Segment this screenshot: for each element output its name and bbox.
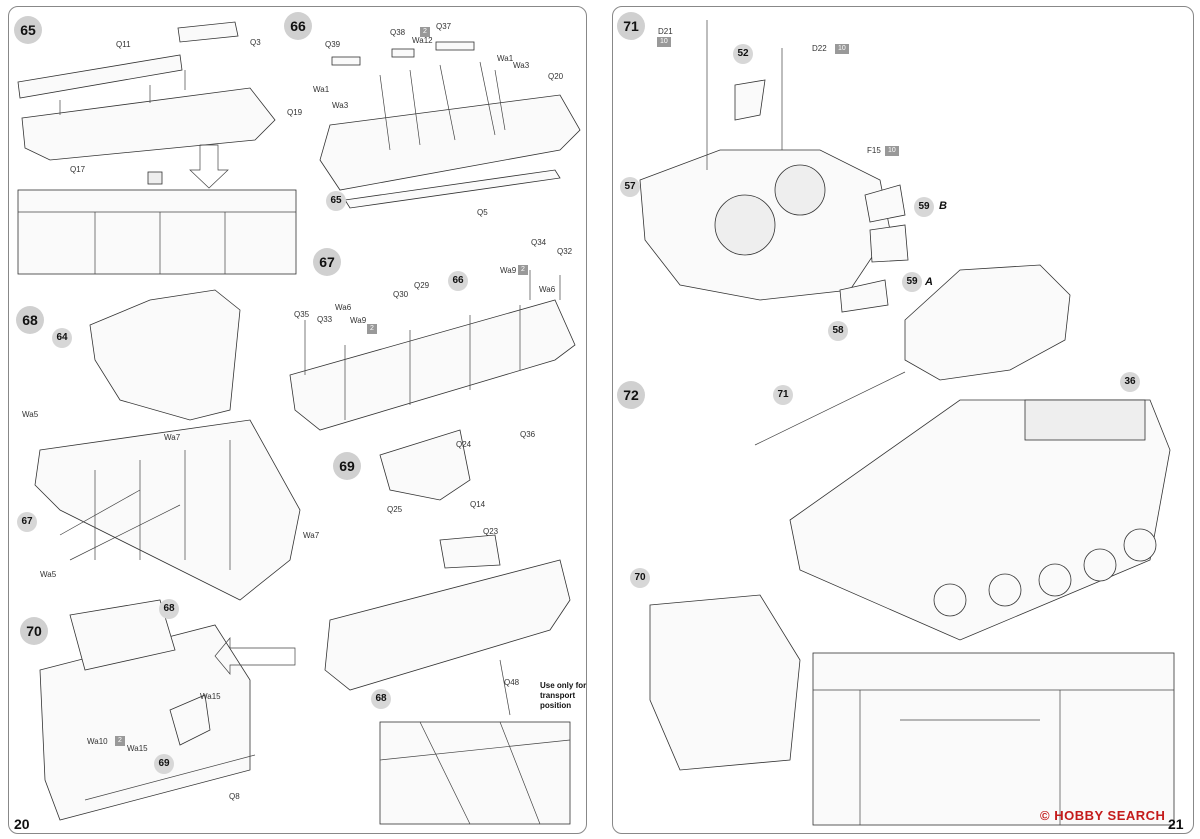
right-page-number: 21 [1168,816,1184,832]
ref-step-68-b: 68 [159,599,179,619]
ref-step-68-a: 68 [371,689,391,709]
view-letter-a: A [925,276,933,288]
part-wa7-label-b: Wa7 [303,531,320,540]
part-q29-label: Q29 [414,281,430,290]
ref-step-57: 57 [620,177,640,197]
ref-step-70: 70 [630,568,650,588]
part-wa9-label-b: Wa9 [350,316,367,325]
part-q30-label: Q30 [393,290,409,299]
part-wa6-label-b: Wa6 [335,303,352,312]
part-f15-label: F15 [867,146,881,155]
part-q17-label: Q17 [70,165,86,174]
hobby-search-watermark: © HOBBY SEARCH [1040,808,1165,823]
step65-drawing [17,21,297,275]
transport-note-line-3: position [540,701,572,710]
part-wa10-qty: 2 [115,736,125,746]
part-q39-label: Q39 [325,40,341,49]
part-q14-label: Q14 [470,500,486,509]
part-q20-label: Q20 [548,72,564,81]
step-67-number: 67 [313,248,341,276]
part-q19-label: Q19 [287,108,303,117]
part-q11-label: Q11 [116,40,131,49]
part-d22-label: D22 [812,44,827,53]
step-70-number: 70 [20,617,48,645]
step-69-number: 69 [333,452,361,480]
step71-drawing [639,20,909,313]
ref-step-66: 66 [448,271,468,291]
part-wa12-label: Wa12 [412,36,433,45]
part-q48-label: Q48 [504,678,520,687]
step-71-number: 71 [617,12,645,40]
ref-step-71: 71 [773,385,793,405]
watermark-symbol: © [1040,808,1051,823]
part-wa7-label-a: Wa7 [164,433,181,442]
part-q38-qty: 2 [420,27,430,37]
part-wa15-label-a: Wa15 [200,692,221,701]
step-66-number: 66 [284,12,312,40]
part-wa15-label-b: Wa15 [127,744,148,753]
step69-drawing [324,429,571,825]
transport-note: Use only for transport position [540,681,586,711]
left-page-number: 20 [14,816,30,832]
ref-step-36: 36 [1120,372,1140,392]
part-q23-label: Q23 [483,527,499,536]
step70-drawing [39,599,296,821]
watermark-brand: HOBBY SEARCH [1054,808,1166,823]
part-d21-code: 10 [657,37,671,47]
part-q25-label: Q25 [387,505,403,514]
part-wa9-qty-b: 2 [367,324,377,334]
ref-step-67: 67 [17,512,37,532]
ref-step-52: 52 [733,44,753,64]
step-72-number: 72 [617,381,645,409]
part-wa9-qty-a: 2 [518,265,528,275]
ref-step-64: 64 [52,328,72,348]
step72-drawing [649,264,1175,826]
part-wa9-label-a: Wa9 [500,266,517,275]
part-wa10-label: Wa10 [87,737,108,746]
part-q5-label: Q5 [477,208,488,217]
part-q3-label: Q3 [250,38,261,47]
transport-note-line-1: Use only for [540,681,587,690]
part-wa5-label-b: Wa5 [40,570,57,579]
part-d21-label: D21 [658,27,673,36]
step-65-number: 65 [14,16,42,44]
part-wa3-label-a: Wa3 [332,101,349,110]
ref-step-65: 65 [326,191,346,211]
ref-step-59-b: 59 [914,197,934,217]
part-wa3-label-b: Wa3 [513,61,530,70]
part-wa5-label-a: Wa5 [22,410,39,419]
step67-drawing [289,270,576,431]
part-d22-code: 10 [835,44,849,54]
part-f15-code: 10 [885,146,899,156]
part-q37-label: Q37 [436,22,452,31]
step66-drawing [319,41,581,209]
part-q24-label: Q24 [456,440,472,449]
part-q33-label: Q33 [317,315,333,324]
ref-step-59-a: 59 [902,272,922,292]
part-q35-label: Q35 [294,310,310,319]
part-q36-label: Q36 [520,430,536,439]
part-wa1-label-b: Wa1 [497,54,514,63]
step-68-number: 68 [16,306,44,334]
ref-step-58: 58 [828,321,848,341]
view-letter-b: B [939,200,947,212]
part-wa1-label-a: Wa1 [313,85,330,94]
part-q38-label: Q38 [390,28,406,37]
part-q8-label: Q8 [229,792,240,801]
ref-step-69: 69 [154,754,174,774]
part-q32-label: Q32 [557,247,573,256]
part-q34-label: Q34 [531,238,547,247]
transport-note-line-2: transport [540,691,576,700]
part-wa6-label-a: Wa6 [539,285,556,294]
step68-drawing [34,289,301,601]
